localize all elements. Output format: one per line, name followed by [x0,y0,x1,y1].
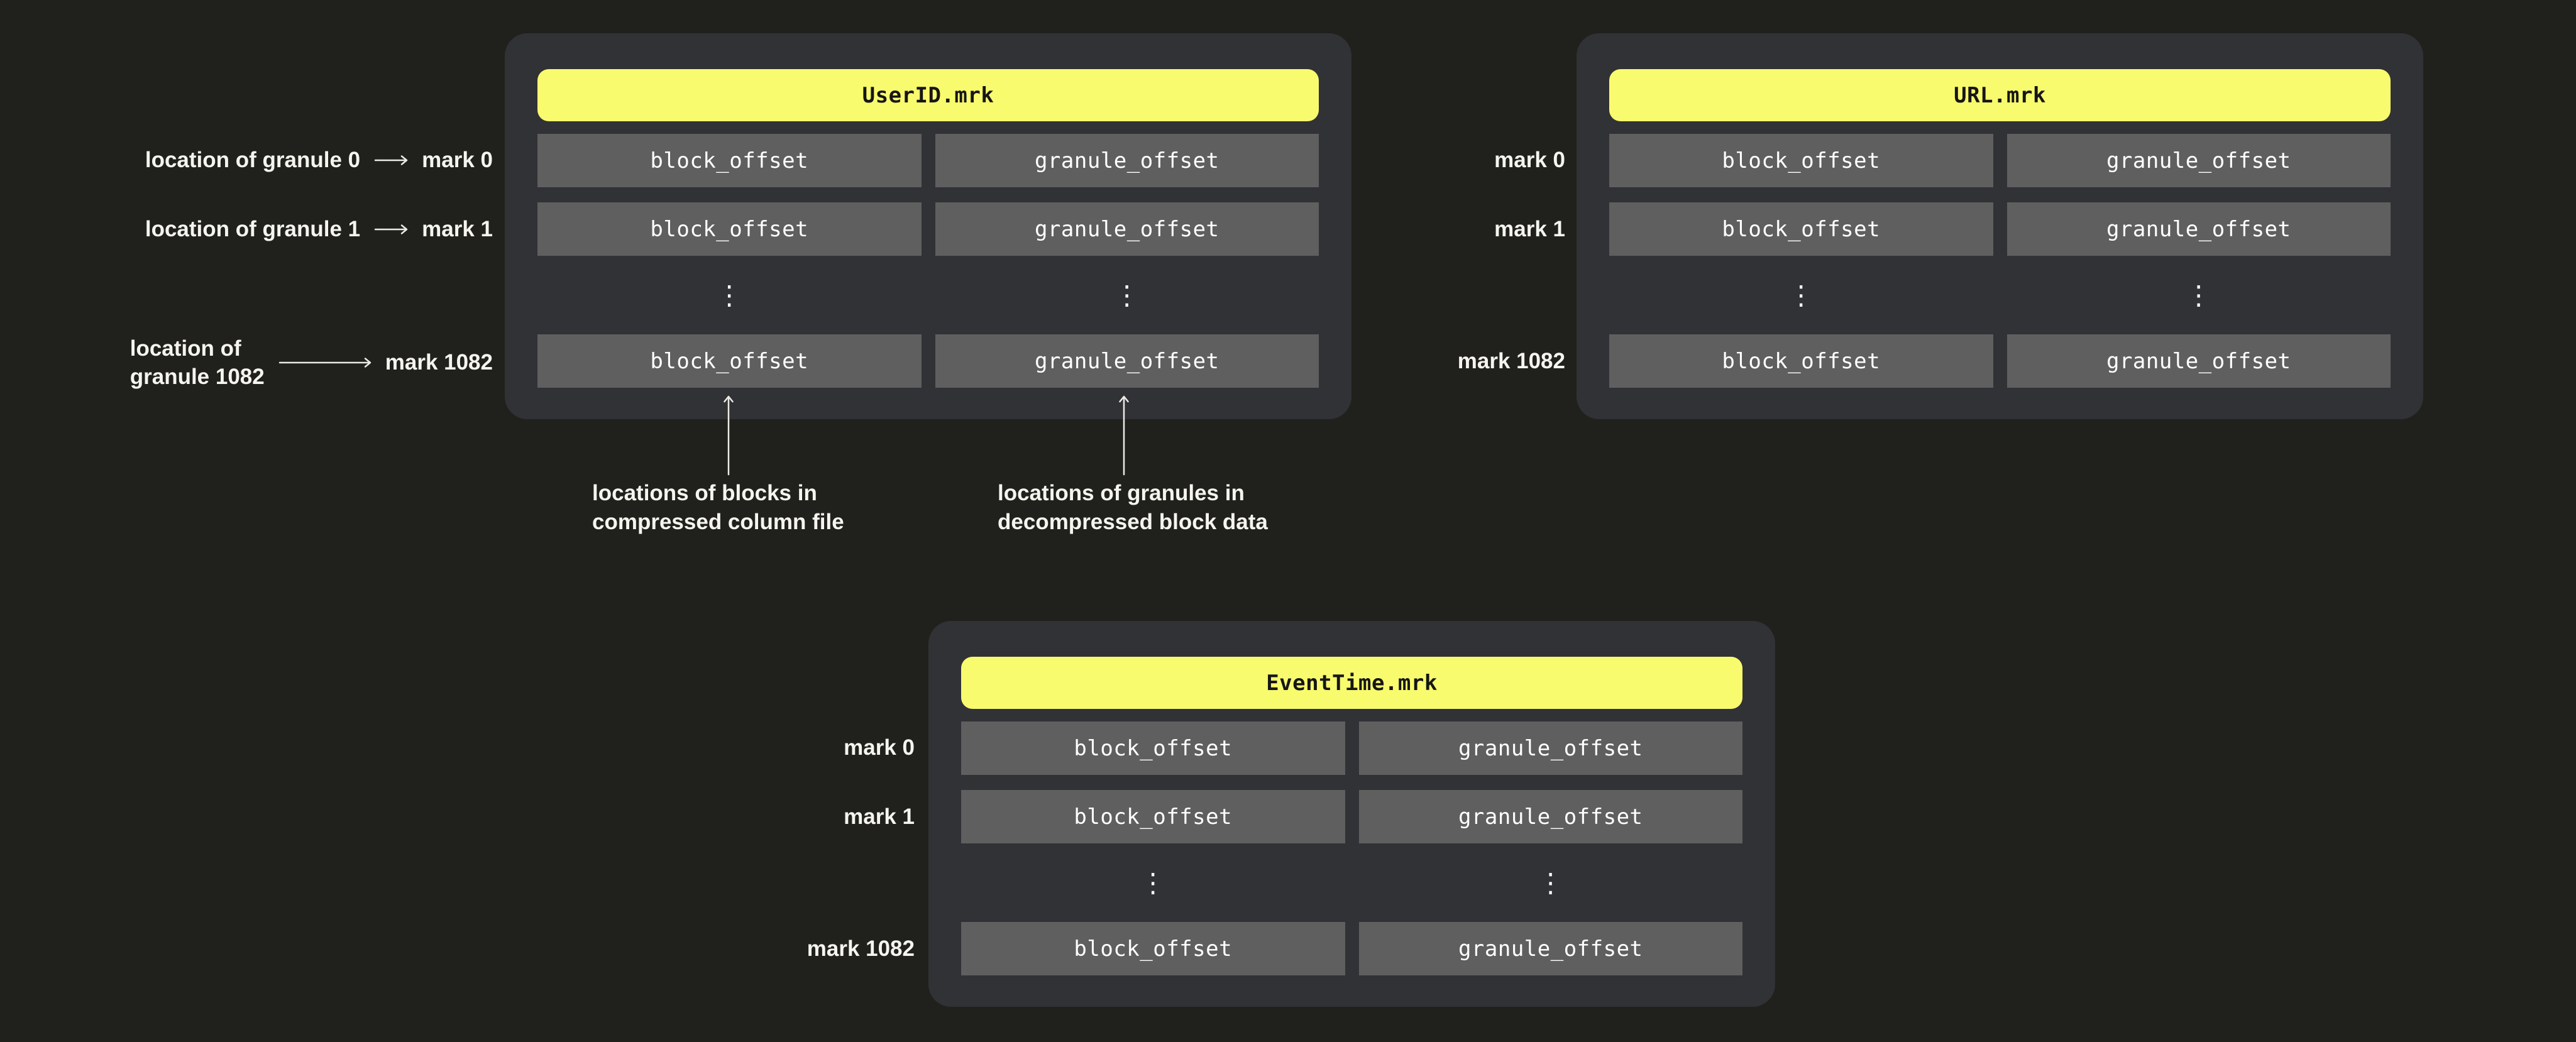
mark-1082-row: block_offset granule_offset [1609,334,2391,388]
mark-0-label: mark 0 [1494,148,1565,172]
block-offset-cell: block_offset [1609,334,1993,388]
granule-1-annotation: location of granule 1 mark 1 [145,214,493,244]
mark-1-row: block_offset granule_offset [961,790,1742,843]
block-offset-cell: block_offset [537,202,922,256]
arrow-right-icon [278,358,371,368]
granule-1082-annotation: location of granule 1082 mark 1082 [130,325,493,400]
annotation-line-1: location of [129,336,241,361]
ellipsis-row: ⋮ ⋮ [537,256,1319,334]
arrow-up-icon [1119,395,1129,476]
granule-offset-cell: granule_offset [2006,202,2391,256]
granule-offset-cell: granule_offset [2006,334,2391,388]
mark-1-row: block_offset granule_offset [537,202,1319,256]
note-line-1: locations of blocks in [592,481,817,505]
vertical-ellipsis: ⋮ [716,279,743,310]
mark-1082-label: mark 1082 [385,350,493,375]
ellipsis-row: ⋮ ⋮ [1609,256,2391,334]
mark-0-row: block_offset granule_offset [537,134,1319,187]
mark-1082-row: block_offset granule_offset [961,922,1742,975]
ellipsis-row: ⋮ ⋮ [961,843,1742,922]
block-offset-cell: block_offset [961,790,1345,843]
granule-offset-cell: granule_offset [1358,922,1742,975]
eventtime-mrk-panel: EventTime.mrk block_offset granule_offse… [928,621,1775,1007]
arrow-right-icon [374,155,408,165]
url-mrk-panel: URL.mrk block_offset granule_offset bloc… [1577,33,2423,419]
annotation-label: location of granule 1 [145,217,361,241]
granule-offset-cell: granule_offset [2006,134,2391,187]
block-offset-cell: block_offset [1609,134,1993,187]
vertical-ellipsis: ⋮ [1140,867,1167,898]
vertical-ellipsis: ⋮ [1537,867,1564,898]
userid-mrk-panel: UserID.mrk block_offset granule_offset b… [505,33,1351,419]
mark-0-label: mark 0 [422,148,493,172]
mark-0-row: block_offset granule_offset [961,721,1742,775]
block-offset-note: locations of blocks in compressed column… [592,479,844,537]
mrk-file-title: UserID.mrk [537,69,1319,121]
granule-offset-cell: granule_offset [935,334,1319,388]
annotation-label: location of granule 1082 [130,334,265,391]
annotation-line-2: granule 1082 [129,365,265,389]
mark-1082-label: mark 1082 [1457,349,1565,373]
mark-1-row: block_offset granule_offset [1609,202,2391,256]
granule-offset-cell: granule_offset [1358,721,1742,775]
granule-offset-note: locations of granules in decompressed bl… [998,479,1268,537]
block-offset-cell: block_offset [1609,202,1993,256]
arrow-right-icon [374,224,408,234]
mark-1-label: mark 1 [422,217,493,241]
block-offset-cell: block_offset [961,922,1345,975]
mark-0-row: block_offset granule_offset [1609,134,2391,187]
granule-0-annotation: location of granule 0 mark 0 [145,145,493,175]
block-offset-cell: block_offset [537,334,922,388]
granule-offset-cell: granule_offset [935,202,1319,256]
arrow-up-icon [724,395,734,476]
mrk-file-title: URL.mrk [1609,69,2391,121]
granule-offset-cell: granule_offset [935,134,1319,187]
mrk-file-title: EventTime.mrk [961,657,1742,709]
granule-offset-cell: granule_offset [1358,790,1742,843]
mark-1082-label: mark 1082 [806,936,915,961]
note-line-2: compressed column file [592,510,844,534]
mark-1-label: mark 1 [1494,217,1565,241]
mark-1-label: mark 1 [844,804,915,829]
annotation-label: location of granule 0 [145,148,361,172]
block-offset-cell: block_offset [961,721,1345,775]
vertical-ellipsis: ⋮ [2185,279,2212,310]
mark-0-label: mark 0 [844,735,915,760]
block-offset-cell: block_offset [537,134,922,187]
mark-1082-row: block_offset granule_offset [537,334,1319,388]
vertical-ellipsis: ⋮ [1788,279,1815,310]
vertical-ellipsis: ⋮ [1113,279,1140,310]
note-line-2: decompressed block data [998,510,1268,534]
note-line-1: locations of granules in [998,481,1245,505]
